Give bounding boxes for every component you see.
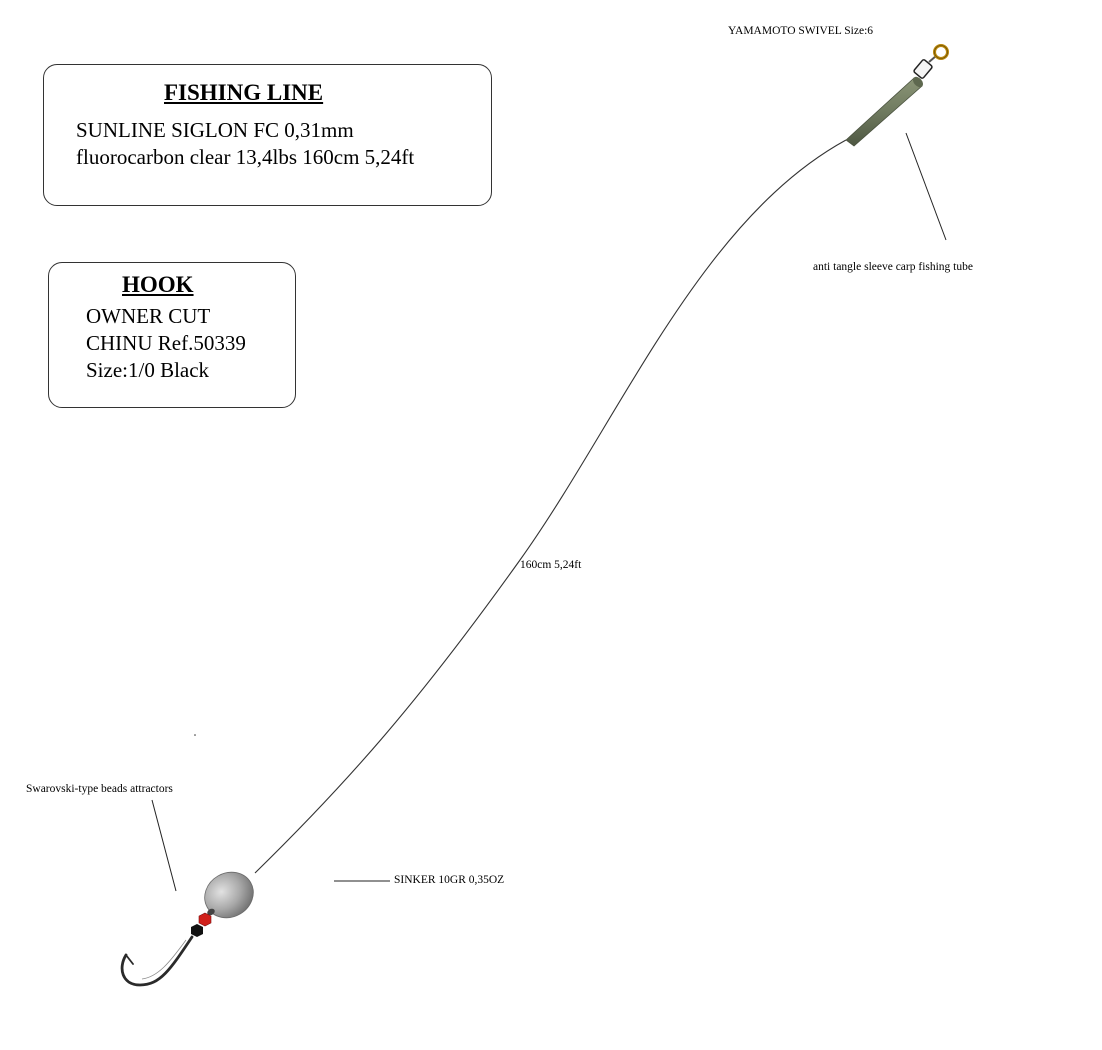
hook-spec-1: OWNER CUT	[86, 304, 211, 328]
hook-icon	[120, 935, 194, 987]
hook-description: OWNER CUT CHINU Ref.50339 Size:1/0 Black	[86, 303, 246, 384]
swivel-icon	[913, 44, 949, 79]
stray-dot	[194, 734, 196, 736]
sleeve-label: anti tangle sleeve carp fishing tube	[813, 261, 973, 273]
fishing-line-description: SUNLINE SIGLON FC 0,31mm fluorocarbon cl…	[76, 117, 414, 171]
hook-title: HOOK	[122, 272, 194, 297]
fishing-line-title: FISHING LINE	[164, 80, 324, 105]
anti-tangle-sleeve	[845, 76, 923, 147]
sinker-icon	[204, 871, 254, 919]
sinker-label: SINKER 10GR 0,35OZ	[394, 874, 505, 886]
hook-info-box: HOOK OWNER CUT CHINU Ref.50339 Size:1/0 …	[48, 262, 296, 408]
fishing-line	[254, 139, 847, 874]
beads-icon	[191, 912, 212, 937]
swivel-label: YAMAMOTO SWIVEL Size:6	[728, 25, 874, 37]
sleeve-pointer-line	[905, 132, 947, 241]
line-length-label: 160cm 5,24ft	[520, 559, 582, 571]
fishing-line-info-box: FISHING LINE SUNLINE SIGLON FC 0,31mm fl…	[43, 64, 492, 206]
beads-label: Swarovski-type beads attractors	[26, 783, 173, 795]
hook-spec-3: Size:1/0 Black	[86, 358, 210, 382]
beads-pointer-line	[151, 799, 177, 892]
fishing-line-spec-2: fluorocarbon clear 13,4lbs 160cm 5,24ft	[76, 145, 415, 169]
fishing-line-spec-1: SUNLINE SIGLON FC 0,31mm	[76, 118, 354, 142]
hook-spec-2: CHINU Ref.50339	[86, 331, 246, 355]
